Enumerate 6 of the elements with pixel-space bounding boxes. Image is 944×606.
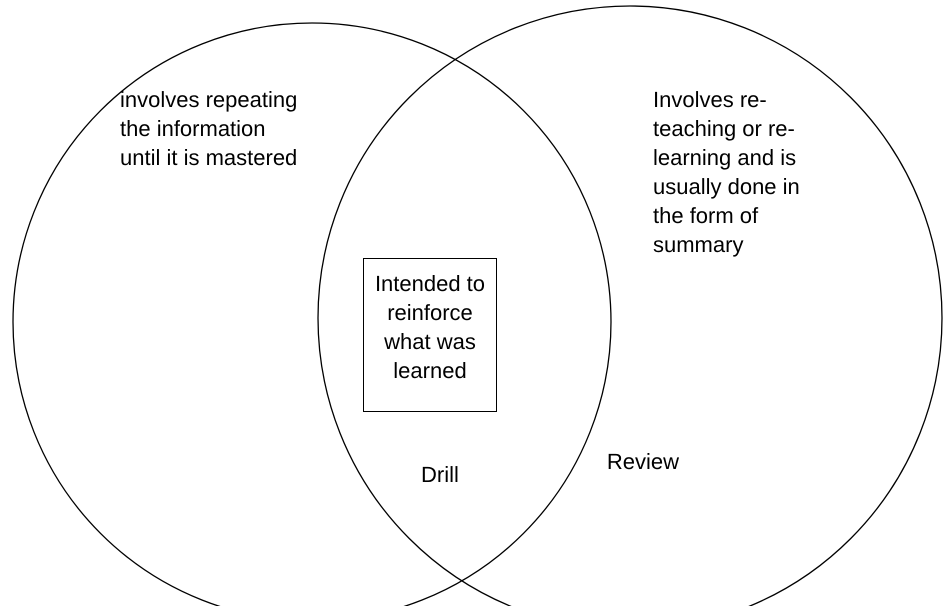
description-text: Involves re-teaching or re-learning and is usually done in the form of summary xyxy=(653,86,801,259)
set-label: Drill xyxy=(420,461,460,489)
description-text: involves repeating the information until it is mastered xyxy=(120,86,298,172)
overlap-text: Intended to reinforce what was learned xyxy=(374,270,486,385)
set-label: Review xyxy=(606,448,680,476)
overlap-box xyxy=(363,258,497,412)
